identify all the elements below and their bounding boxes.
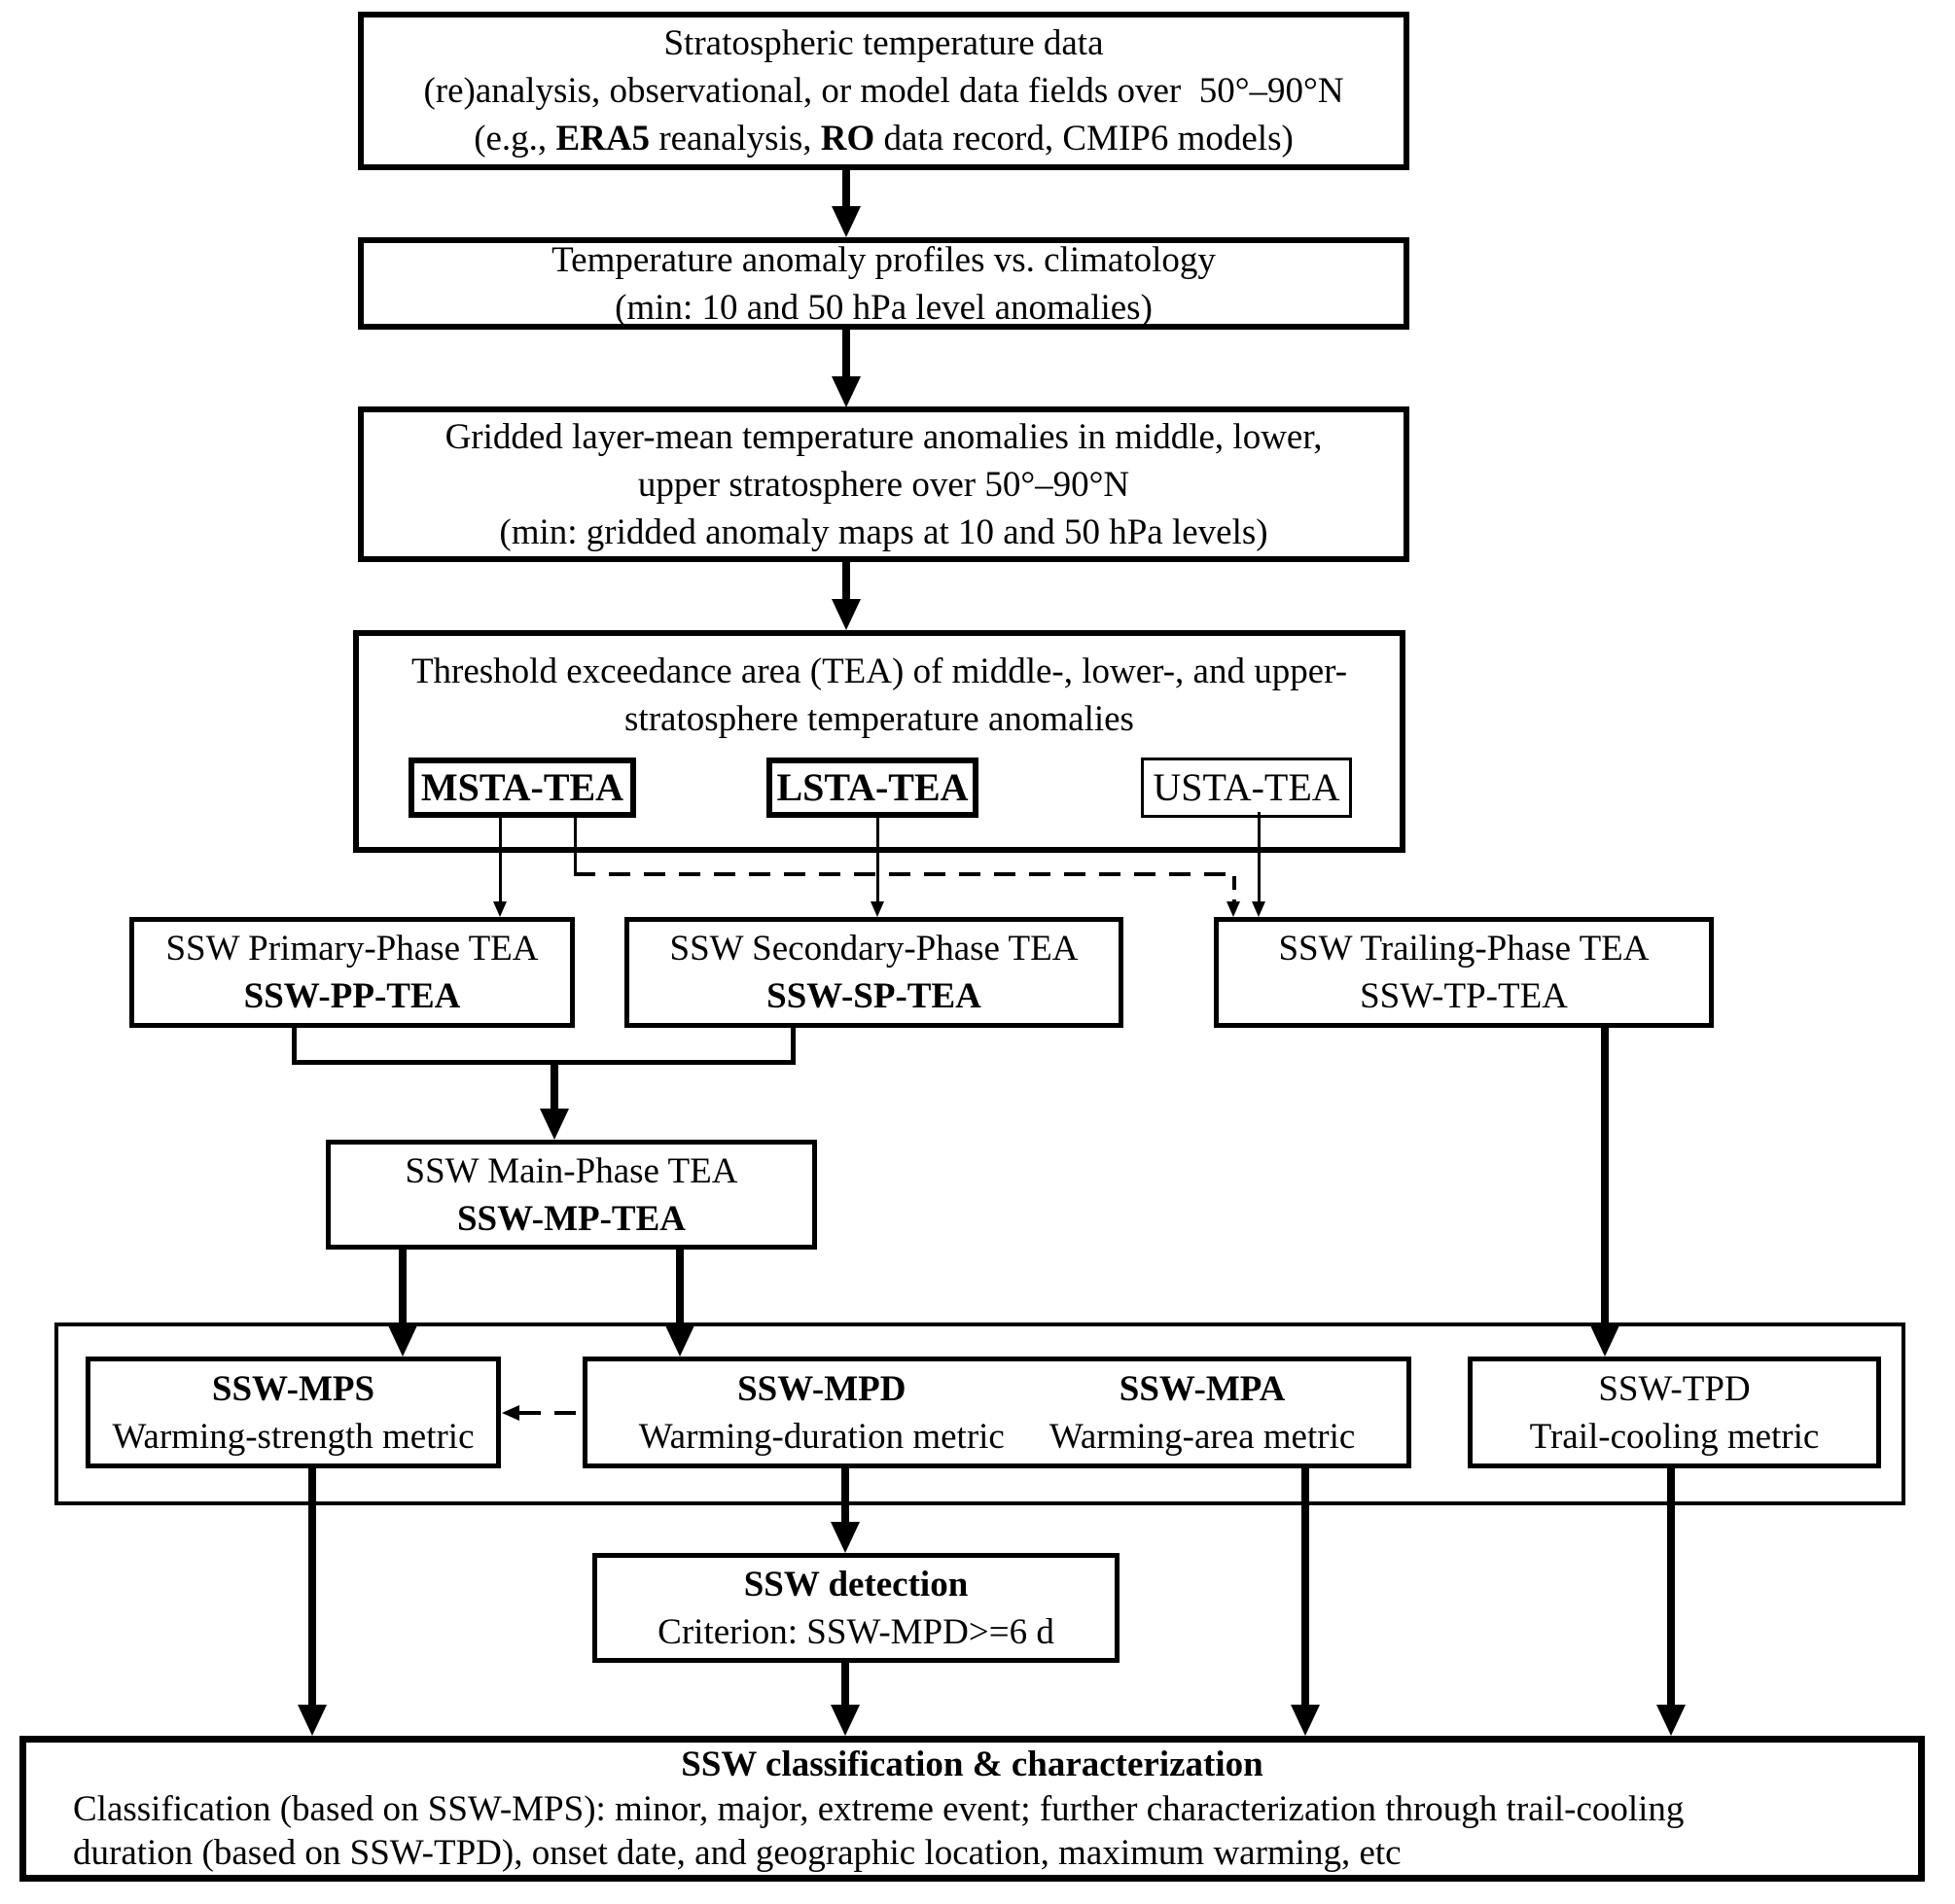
primary-merge-stub	[292, 1028, 297, 1065]
mpd-mpa-metric-box: SSW-MPD Warming-duration metric SSW-MPA …	[583, 1357, 1411, 1468]
tpd-metric-box: SSW-TPD Trail-cooling metric	[1468, 1357, 1881, 1468]
source-data-box: Stratospheric temperature data (re)analy…	[358, 12, 1409, 170]
mpa-output-head	[1291, 1705, 1320, 1736]
main-phase-line-2: SSW-MP-TEA	[456, 1198, 687, 1239]
trailing-dashed-head	[1226, 901, 1240, 917]
main-phase-line-1: SSW Main-Phase TEA	[405, 1150, 738, 1191]
trailing-line-1: SSW Trailing-Phase TEA	[1278, 929, 1650, 969]
mpa-output-shaft	[1301, 1468, 1309, 1707]
classification-title: SSW classification & characterization	[681, 1745, 1263, 1784]
secondary-line-2: SSW-SP-TEA	[766, 976, 981, 1016]
mainphase-mps-head	[388, 1325, 417, 1357]
flow-arrow-1-head	[832, 206, 861, 237]
mps-metric-box: SSW-MPS Warming-strength metric	[86, 1357, 501, 1468]
tea-title-line-1: Threshold exceedance area (TEA) of middl…	[410, 652, 1348, 691]
lsta-tea-box: LSTA-TEA	[766, 758, 978, 818]
msta-primary-line	[499, 812, 502, 901]
trailing-tpd-head	[1590, 1325, 1619, 1357]
mps-output-head	[298, 1705, 327, 1736]
primary-phase-box: SSW Primary-Phase TEA SSW-PP-TEA	[129, 917, 575, 1028]
tpd-output-head	[1656, 1705, 1686, 1736]
mainphase-mpd-shaft	[676, 1250, 684, 1327]
mainphase-mps-shaft	[399, 1250, 407, 1327]
gridded-line-2: upper stratosphere over 50°–90°N	[637, 464, 1130, 505]
gridded-line-3: (min: gridded anomaly maps at 10 and 50 …	[499, 511, 1268, 552]
lsta-tea-label: LSTA-TEA	[776, 765, 969, 809]
mpd-mps-dashed-head	[502, 1405, 519, 1421]
anomaly-line-2: (min: 10 and 50 hPa level anomalies)	[615, 287, 1153, 328]
classification-line-2: duration (based on SSW-TPD), onset date,…	[73, 1833, 1402, 1873]
tea-title-line-2: stratosphere temperature anomalies	[624, 699, 1134, 739]
trailing-dashed-drop	[1232, 876, 1236, 901]
primary-line-1: SSW Primary-Phase TEA	[165, 929, 539, 969]
usta-tea-box: USTA-TEA	[1141, 758, 1352, 818]
msta-dashed-stub	[574, 812, 577, 874]
mpd-detection-shaft	[841, 1468, 849, 1524]
mainphase-mpd-head	[665, 1325, 694, 1357]
gridded-line-1: Gridded layer-mean temperature anomalies…	[444, 416, 1323, 457]
source-line-2: (re)analysis, observational, or model da…	[423, 71, 1344, 111]
mpa-metric-column: SSW-MPA Warming-area metric	[1049, 1365, 1355, 1461]
lsta-secondary-head	[871, 901, 884, 917]
tea-box: Threshold exceedance area (TEA) of middl…	[353, 630, 1405, 853]
secondary-merge-stub	[791, 1028, 796, 1065]
usta-tea-label: USTA-TEA	[1153, 765, 1340, 809]
usta-trailing-head	[1252, 901, 1265, 917]
lsta-secondary-line	[876, 812, 879, 901]
secondary-phase-box: SSW Secondary-Phase TEA SSW-SP-TEA	[624, 917, 1123, 1028]
mps-name: SSW-MPS	[211, 1368, 375, 1409]
tpd-output-shaft	[1667, 1468, 1675, 1707]
msta-tea-label: MSTA-TEA	[420, 765, 624, 809]
flow-arrow-3-shaft	[842, 562, 850, 602]
mps-desc: Warming-strength metric	[112, 1416, 475, 1457]
flow-arrow-2-shaft	[842, 330, 850, 378]
flow-arrow-3-head	[832, 599, 861, 630]
merge-arrow-head	[540, 1109, 569, 1140]
gridded-anomalies-box: Gridded layer-mean temperature anomalies…	[358, 406, 1409, 562]
mpa-desc: Warming-area metric	[1049, 1416, 1356, 1457]
msta-primary-head	[493, 901, 507, 917]
trailing-phase-box: SSW Trailing-Phase TEA SSW-TP-TEA	[1214, 917, 1714, 1028]
merge-arrow-shaft	[551, 1063, 558, 1111]
main-phase-box: SSW Main-Phase TEA SSW-MP-TEA	[326, 1140, 817, 1250]
mpa-name: SSW-MPA	[1119, 1368, 1286, 1409]
source-line-1: Stratospheric temperature data	[663, 23, 1104, 63]
anomaly-profiles-box: Temperature anomaly profiles vs. climato…	[358, 237, 1409, 330]
usta-trailing-line	[1258, 812, 1261, 901]
detection-line-2: Criterion: SSW-MPD>=6 d	[658, 1611, 1054, 1652]
classification-line-1: Classification (based on SSW-MPS): minor…	[73, 1789, 1685, 1829]
flow-arrow-2-head	[832, 376, 861, 407]
detection-output-shaft	[841, 1663, 849, 1707]
msta-trailing-dashed-line	[574, 872, 1237, 876]
anomaly-line-1: Temperature anomaly profiles vs. climato…	[551, 239, 1216, 280]
mpd-metric-column: SSW-MPD Warming-duration metric	[639, 1365, 1005, 1461]
trailing-tpd-shaft	[1601, 1028, 1609, 1327]
ssw-detection-box: SSW detection Criterion: SSW-MPD>=6 d	[592, 1553, 1120, 1663]
mps-output-shaft	[308, 1468, 316, 1707]
detection-output-head	[831, 1705, 860, 1736]
classification-box: SSW classification & characterization Cl…	[19, 1736, 1925, 1882]
trailing-line-2: SSW-TP-TEA	[1360, 976, 1568, 1016]
tpd-desc: Trail-cooling metric	[1529, 1416, 1820, 1457]
primary-line-2: SSW-PP-TEA	[243, 976, 461, 1016]
detection-line-1: SSW detection	[743, 1564, 969, 1604]
source-line-3: (e.g., ERA5 reanalysis, RO data record, …	[474, 119, 1294, 159]
merge-horizontal-line	[292, 1060, 796, 1065]
tpd-name: SSW-TPD	[1598, 1368, 1751, 1409]
msta-tea-box: MSTA-TEA	[409, 758, 636, 818]
mpd-name: SSW-MPD	[737, 1368, 906, 1409]
mpd-detection-head	[831, 1522, 860, 1553]
secondary-line-1: SSW Secondary-Phase TEA	[669, 929, 1079, 969]
mpd-mps-dashed-line	[519, 1411, 584, 1415]
mpd-desc: Warming-duration metric	[638, 1416, 1005, 1457]
flow-arrow-1-shaft	[842, 170, 850, 209]
